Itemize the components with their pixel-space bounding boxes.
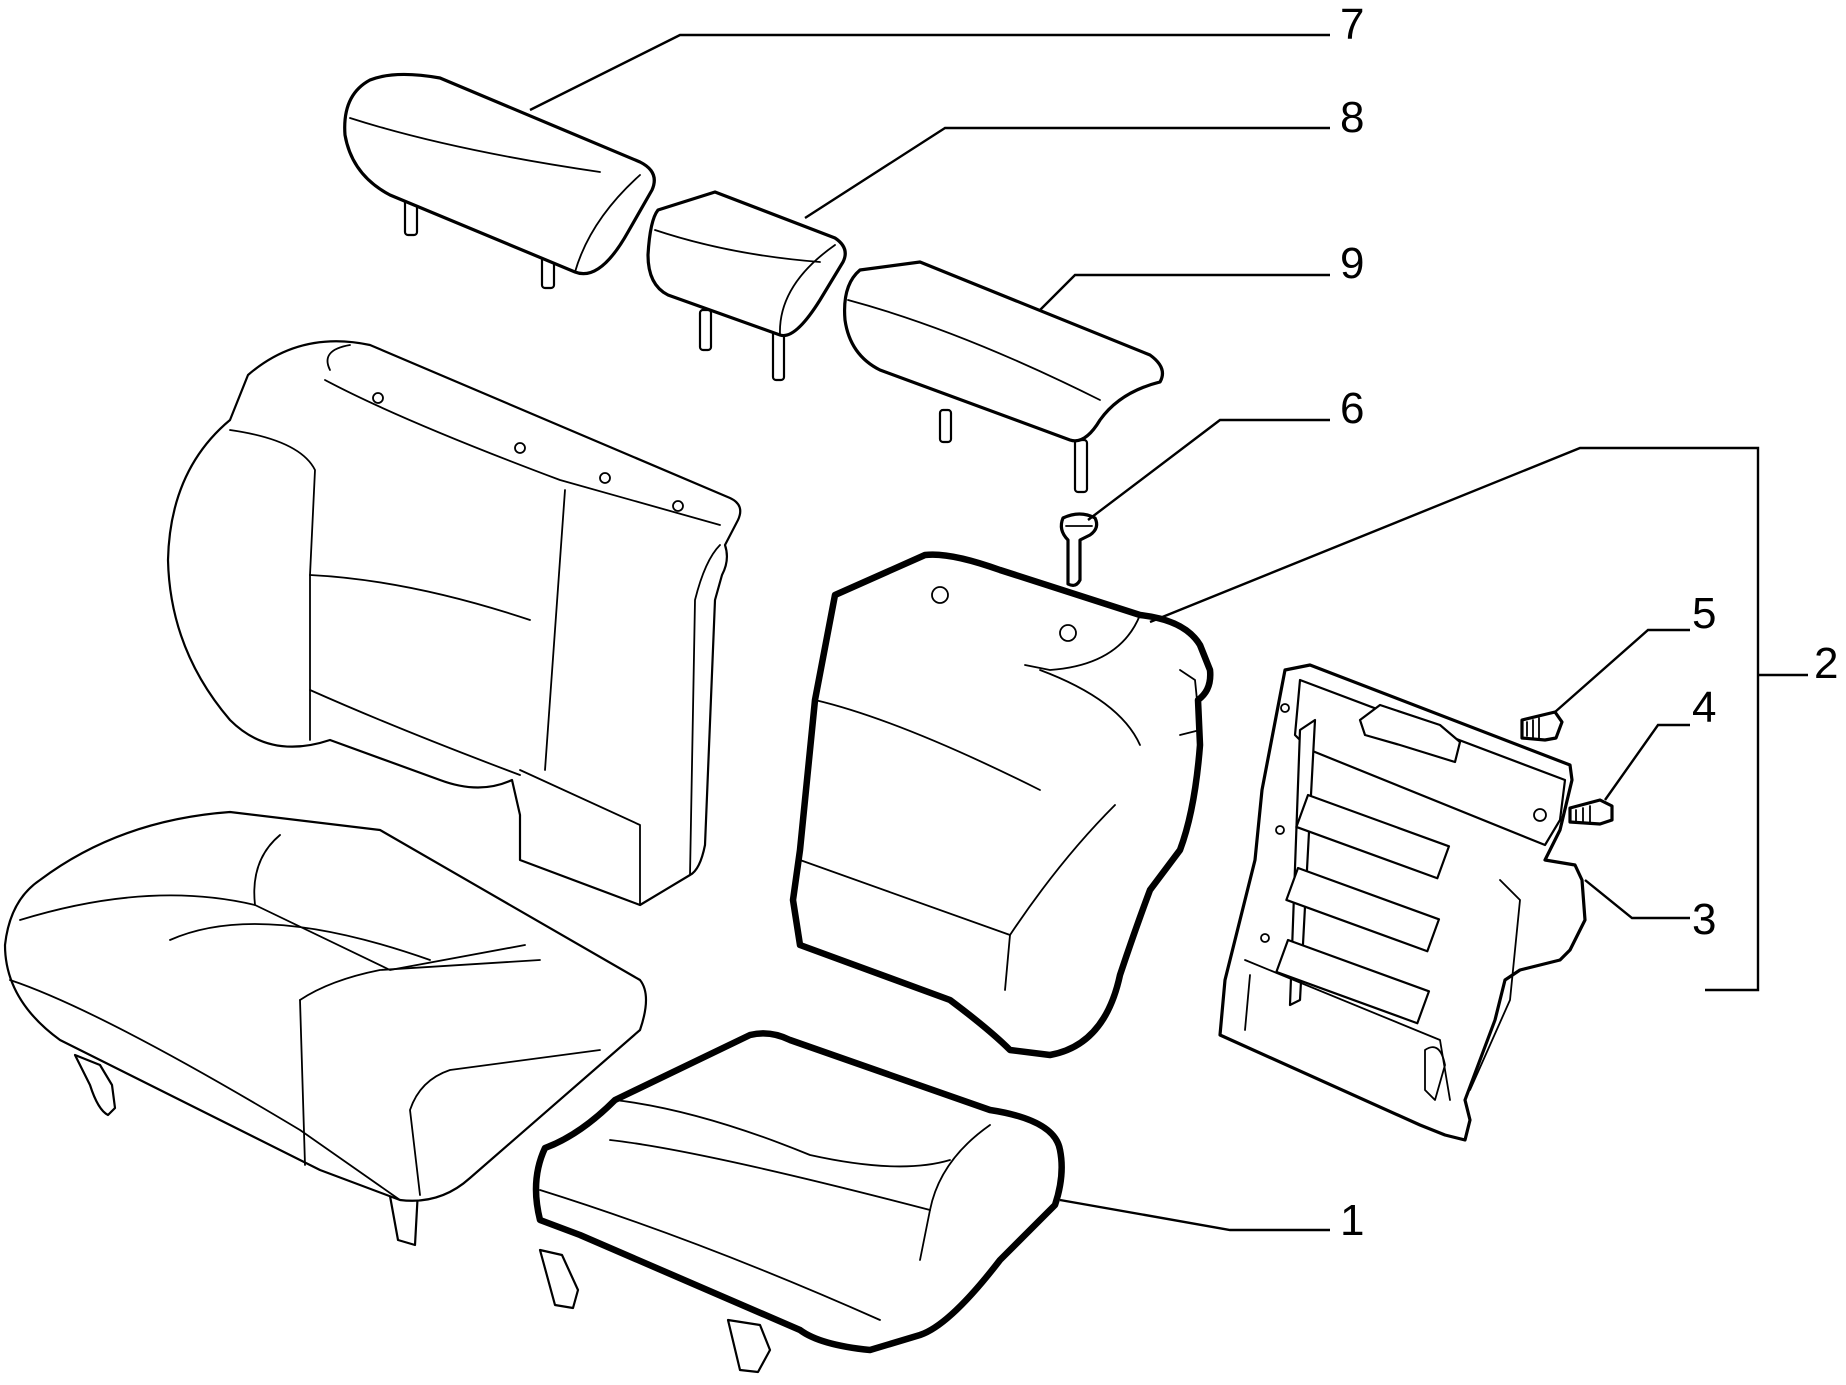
rear-seat-backrest — [166, 340, 742, 907]
callout-1: 1 — [1340, 1196, 1364, 1245]
callout-7: 7 — [1340, 0, 1364, 49]
leader-3 — [1584, 879, 1690, 920]
headrest-8-post-left — [698, 308, 713, 352]
callout-5: 5 — [1692, 589, 1716, 638]
headrest-8 — [646, 190, 847, 382]
callout-9: 9 — [1340, 239, 1364, 288]
callout-labels: 7 8 9 6 5 4 2 3 1 — [1340, 0, 1838, 1245]
guide-sleeve-6 — [1059, 512, 1099, 587]
headrest-9-post-right — [1073, 438, 1089, 494]
screw-4 — [1568, 798, 1614, 826]
leader-5 — [1554, 628, 1690, 713]
leader-4 — [1604, 723, 1690, 801]
rear-seat-cushion — [3, 810, 648, 1247]
seat-cushion-1 — [532, 1030, 1065, 1374]
leader-2 — [1149, 446, 1808, 992]
headrest-7 — [343, 72, 656, 290]
screw-5 — [1520, 710, 1564, 742]
leader-8 — [804, 126, 1330, 220]
leader-6 — [1087, 418, 1330, 521]
backrest-2 — [789, 551, 1214, 1059]
callout-6: 6 — [1340, 384, 1364, 433]
leader-9 — [1039, 273, 1330, 311]
headrest-9 — [842, 260, 1164, 494]
leader-7 — [529, 33, 1330, 112]
headrest-9-post-left — [938, 408, 953, 444]
callout-2: 2 — [1814, 639, 1838, 688]
callout-3: 3 — [1692, 895, 1716, 944]
leader-1 — [1059, 1198, 1330, 1232]
backrest-frame-3 — [1218, 663, 1587, 1142]
callout-4: 4 — [1692, 683, 1716, 732]
callout-8: 8 — [1340, 93, 1364, 142]
leader-lines — [529, 33, 1808, 1232]
